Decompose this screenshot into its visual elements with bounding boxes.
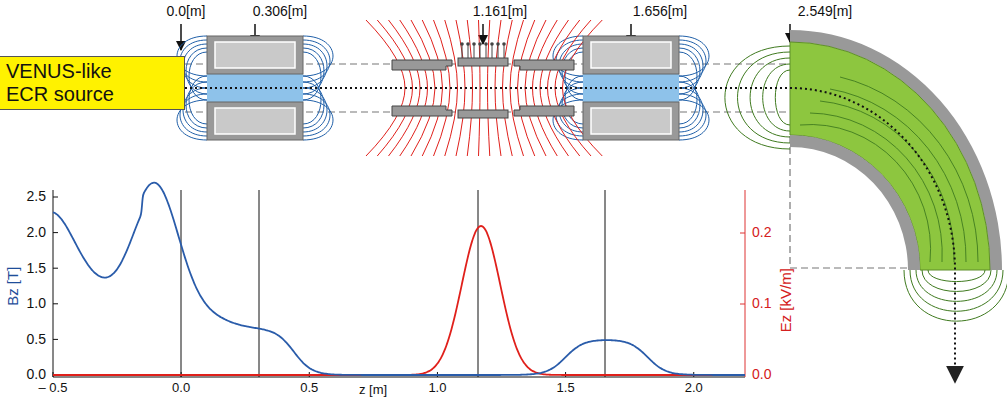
tick-label: 0.0 bbox=[752, 367, 771, 382]
tick-label: 1.5 bbox=[557, 381, 575, 395]
tick-label: 1.0 bbox=[428, 381, 446, 395]
tick-label: 0.5 bbox=[300, 381, 318, 395]
beam-axis bbox=[185, 88, 955, 382]
tick-label: 2.5 bbox=[27, 189, 46, 204]
field-contours bbox=[725, 46, 1007, 321]
field-curves bbox=[53, 183, 745, 375]
tick-label: 1.5 bbox=[27, 261, 46, 276]
bz-curve bbox=[53, 183, 745, 375]
position-label: 0.306[m] bbox=[253, 4, 307, 19]
ez-curve bbox=[53, 226, 745, 375]
axis-title: Ez [kV/m] bbox=[778, 268, 795, 332]
tick-label: 2.0 bbox=[685, 381, 703, 395]
axis-title: Bz [T] bbox=[6, 266, 23, 305]
box-label: VENUS-like ECR source bbox=[6, 60, 136, 106]
position-label: 1.161[m] bbox=[473, 4, 527, 19]
tick-label: 0.5 bbox=[27, 332, 46, 347]
plot-axes bbox=[53, 190, 745, 377]
tick-label: 0.0 bbox=[172, 381, 190, 395]
tick-label: 2.0 bbox=[27, 225, 46, 240]
tick-label: 0.1 bbox=[752, 296, 771, 311]
position-label: 0.0[m] bbox=[167, 4, 206, 19]
position-label: 2.549[m] bbox=[798, 4, 852, 19]
position-label: 1.656[m] bbox=[633, 4, 687, 19]
dipole-magnet bbox=[790, 30, 1002, 270]
source-box: VENUS-like ECR source bbox=[0, 56, 185, 110]
axis-title: z [m] bbox=[359, 383, 387, 397]
tick-label: 1.0 bbox=[27, 296, 46, 311]
tick-label: 0.2 bbox=[752, 225, 771, 240]
tick-label: – 0.5 bbox=[39, 381, 68, 395]
